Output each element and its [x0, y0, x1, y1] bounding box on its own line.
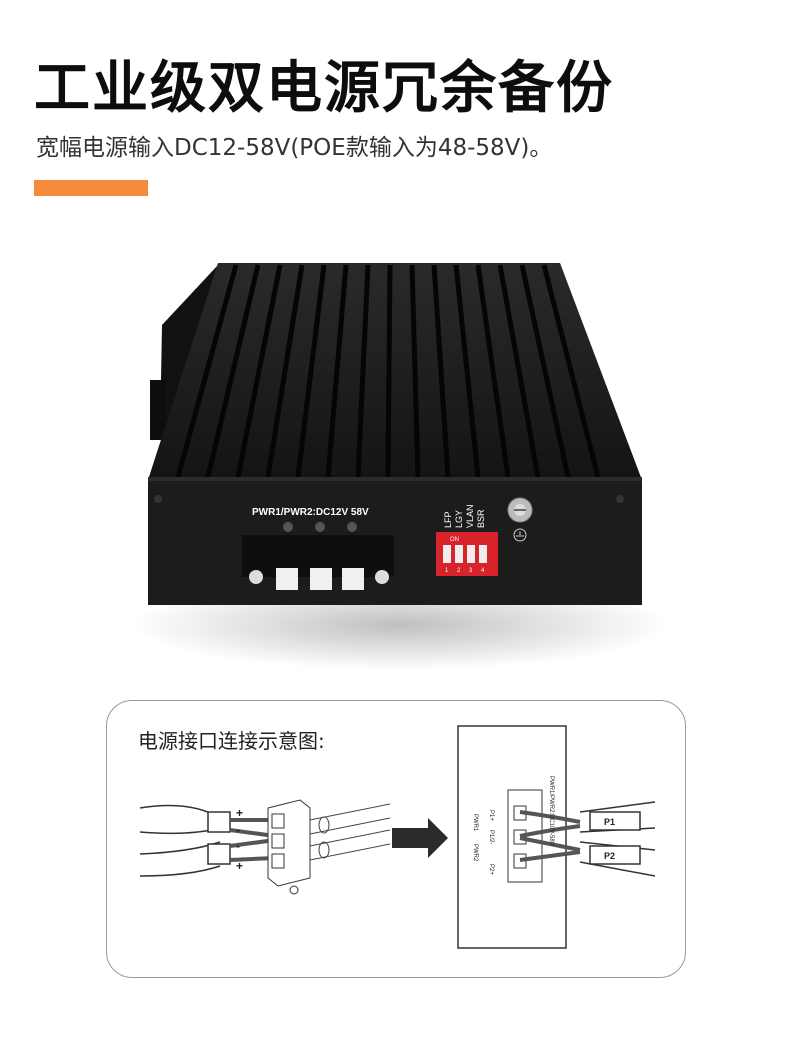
dip-label: BSR — [476, 509, 486, 528]
dip-number: 3 — [469, 568, 473, 574]
cable-label: P2 — [604, 851, 615, 861]
terminal-slot — [276, 568, 298, 590]
cable-label: P1 — [604, 817, 615, 827]
terminal-slot — [342, 568, 364, 590]
ground-icon — [507, 497, 533, 542]
dip-number: 1 — [445, 568, 449, 574]
connection-diagram: + - - + — [139, 725, 656, 949]
diagram-title: 电源接口连接示意图: — [138, 729, 325, 753]
page-title: 工业级双电源冗余备份 — [34, 56, 614, 121]
terminal-block — [267, 799, 311, 895]
terminal-slot — [310, 568, 332, 590]
page-subtitle: 宽幅电源输入DC12-58V(POE款输入为48-58V)。 — [36, 135, 553, 161]
right-arrow-icon — [392, 818, 448, 858]
pin-label: P1/2- — [488, 830, 494, 844]
cable-left — [139, 804, 231, 877]
dip-label: LGY — [454, 510, 464, 528]
heat-fins — [175, 264, 601, 478]
polarity-label: - — [236, 823, 240, 837]
polarity-label: - — [236, 839, 240, 853]
voltage-vertical-label: PWR1/PWR2:DC10V-58V — [548, 776, 554, 846]
pin-label: P1+ — [488, 810, 494, 821]
group-label: PWR1 — [472, 814, 478, 832]
dip-label: LFP — [443, 511, 453, 528]
power-label: PWR1/PWR2:DC12V 58V — [252, 507, 369, 518]
dip-label: VLAN — [465, 504, 475, 528]
pin-label: P2+ — [488, 864, 494, 875]
dip-number: 2 — [457, 568, 461, 574]
cable-right — [579, 801, 656, 877]
dip-number: 4 — [481, 568, 485, 574]
accent-bar — [34, 180, 148, 196]
polarity-label: + — [236, 806, 243, 820]
polarity-label: + — [236, 859, 243, 873]
dip-on-label: ON — [450, 537, 459, 543]
group-label: PWR2 — [472, 844, 478, 862]
switch-device-image: PWR1/PWR2:DC12V 58V LFP LGY VLAN BSR ON … — [130, 263, 670, 670]
